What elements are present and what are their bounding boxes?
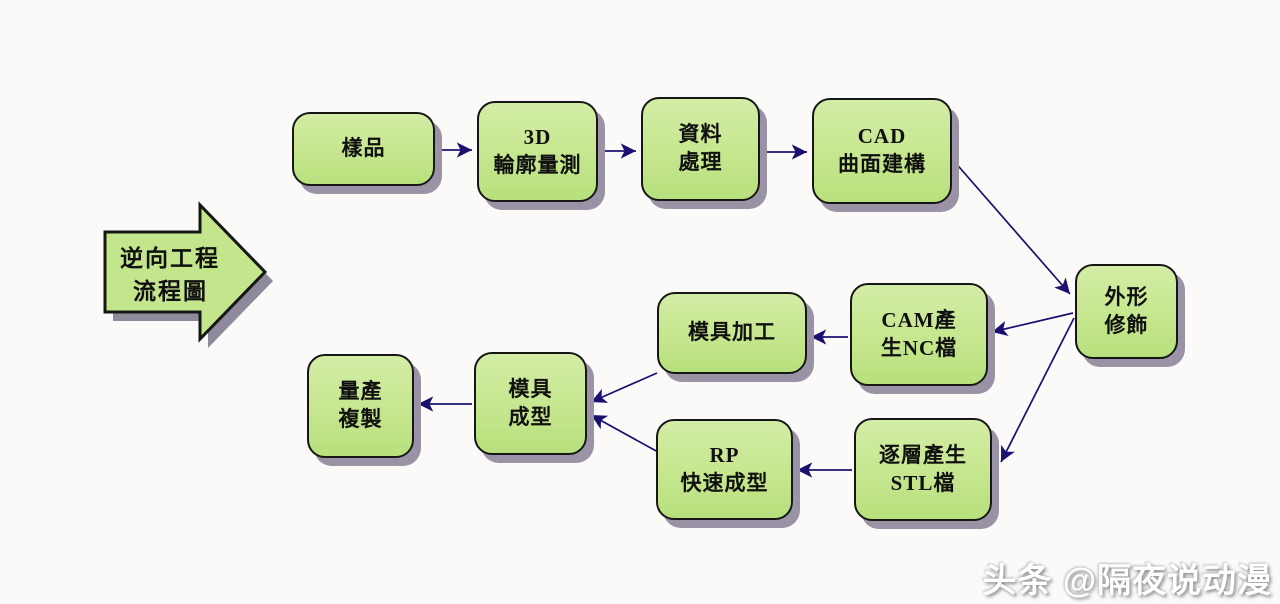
node-label: 處理 xyxy=(678,150,723,174)
node-stl-layers: 逐層產生 STL檔 xyxy=(854,418,992,521)
node-cam-nc: CAM產生NC檔 xyxy=(850,283,988,386)
node-label: 快速成型 xyxy=(680,470,769,495)
node-label: 逐層產生 xyxy=(879,442,967,467)
node-label: 曲面建構 xyxy=(838,152,926,176)
node-label: 外形 xyxy=(1104,284,1149,309)
node-label: 樣品 xyxy=(341,136,386,161)
node-label: CAM產 xyxy=(881,307,957,332)
node-label: 量產 xyxy=(338,379,383,404)
title-arrow-line1: 逆向工程 xyxy=(120,245,220,271)
title-arrow-shape xyxy=(103,201,268,343)
reverse-engineering-title-arrow: 逆向工程 流程圖 xyxy=(103,201,273,348)
node-label: CAD xyxy=(857,124,907,149)
node-label: 模具加工 xyxy=(688,320,776,345)
node-label: 模具 xyxy=(508,376,553,401)
node-label: 修飾 xyxy=(1104,312,1149,337)
node-label: STL檔 xyxy=(890,470,956,495)
edge-rp-rapid-proto-to-mold-forming xyxy=(590,414,659,453)
node-label: 3D xyxy=(523,124,552,149)
node-mold-forming: 模具成型 xyxy=(474,352,587,455)
edge-shape-refine-to-cam-nc xyxy=(991,312,1074,336)
node-rp-rapid-proto: RP 快速成型 xyxy=(656,419,793,520)
node-label: 資料 xyxy=(678,122,723,147)
watermark-text: 头条 @隔夜说动漫 xyxy=(982,562,1272,600)
node-label: 輪廓量測 xyxy=(493,152,582,177)
node-mass-production: 量產複製 xyxy=(307,354,414,458)
node-label: 複製 xyxy=(338,407,383,431)
title-arrow-line2: 流程圖 xyxy=(133,278,208,304)
node-label: RP xyxy=(709,442,740,467)
node-cad-surface: CAD 曲面建構 xyxy=(812,98,952,204)
node-shape-refine: 外形修飾 xyxy=(1075,264,1178,359)
edge-shape-refine-to-stl-layers xyxy=(1000,317,1075,463)
node-label: 生NC檔 xyxy=(880,335,958,360)
title-arrow-shadow xyxy=(113,214,273,348)
node-label: 成型 xyxy=(508,404,553,429)
node-data-processing: 資料處理 xyxy=(641,97,760,201)
node-sample: 樣品 xyxy=(292,112,435,186)
edge-cad-surface-to-shape-refine xyxy=(952,159,1071,295)
edge-mold-machining-to-mold-forming xyxy=(590,372,658,403)
node-mold-machining: 模具加工 xyxy=(657,292,807,374)
node-contour-measure: 3D 輪廓量測 xyxy=(477,101,598,202)
